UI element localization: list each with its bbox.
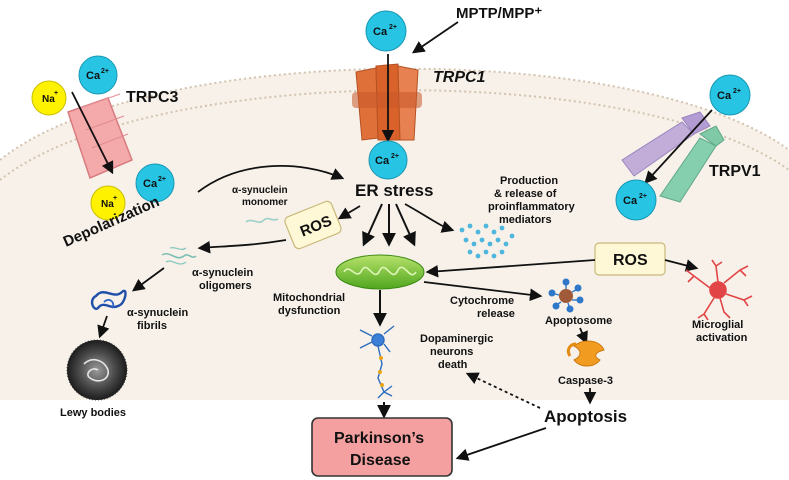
syn-fibrils-icon [90, 289, 127, 310]
microglia-icon [685, 259, 753, 321]
arrow-er-to-ros-left [337, 205, 361, 220]
na-ion-bottom-charge: + [113, 195, 117, 202]
ca-ion-trpv1-top: Ca 2+ [709, 74, 751, 116]
ca-ion-trpv1-top-label: Ca [717, 90, 732, 102]
syn-fibrils-label-1: α-synuclein [127, 307, 188, 319]
ca-ion-inside-trpc1: Ca 2+ [368, 140, 408, 180]
na-ion-top-label: Na [42, 94, 55, 105]
syn-oligomers-label-1: α-synuclein [192, 267, 253, 279]
production-label-3: proinflammatory [488, 201, 576, 213]
syn-monomer-label-1: α-synuclein [232, 185, 288, 196]
ca-ion-trpc3-top: Ca 2+ [78, 55, 118, 95]
production-label-1: Production [500, 175, 558, 187]
microglial-label-1: Microglial [692, 319, 743, 331]
arrow-er-to-mito-left [362, 203, 383, 247]
lewy-bodies-label: Lewy bodies [60, 407, 126, 419]
ca-ion-trpv1-bottom-label: Ca [623, 195, 638, 207]
na-ion-bottom: Na + [90, 185, 126, 221]
arrow-depolarization-to-er [197, 165, 345, 193]
arrow-apoptosome-to-caspase [576, 327, 588, 345]
lewy-body-icon [66, 339, 128, 401]
dopa-label-1: Dopaminergic [420, 333, 493, 345]
ca-ion-inside-trpc1-charge: 2+ [391, 153, 399, 160]
apoptosis-label: Apoptosis [544, 407, 627, 426]
ca-ion-trpc3-top-label: Ca [86, 70, 101, 82]
trpv1-label: TRPV1 [709, 163, 761, 180]
arrow-mptp-to-ca [411, 21, 459, 54]
syn-oligomers-icon [161, 246, 197, 265]
apoptosome-label: Apoptosome [545, 315, 612, 327]
ca-ion-trpv1-top-charge: 2+ [733, 88, 741, 95]
arrow-na-through-trpc3 [71, 91, 114, 175]
syn-monomer-icon [245, 217, 279, 223]
ros-box-left: ROS [284, 200, 342, 250]
ros-right-label: ROS [613, 252, 648, 269]
dopaminergic-neuron-icon [359, 325, 395, 399]
apoptosome-icon [548, 278, 584, 313]
na-ion-bottom-label: Na [101, 199, 114, 210]
ros-box-right: ROS [594, 242, 666, 276]
ca-ion-trpc3-bottom: Ca 2+ [135, 163, 175, 203]
syn-fibrils-label-2: fibrils [137, 320, 167, 332]
arrow-apoptosis-to-neuron-dotted [465, 372, 541, 409]
arrow-fibrils-to-lewy [97, 315, 110, 339]
mptp-label: MPTP/MPP⁺ [456, 5, 542, 22]
ca-ion-trpv1-bottom: Ca 2+ [615, 179, 657, 221]
ca-ion-top-center-label: Ca [373, 26, 388, 38]
er-stress-label: ER stress [355, 181, 433, 200]
caspase-label: Caspase-3 [558, 375, 613, 387]
mitochondria-icon [335, 254, 425, 290]
ca-ion-top-center: Ca 2+ [365, 10, 407, 52]
syn-oligomers-label-2: oligomers [199, 280, 252, 292]
arrow-ros-to-oligomers [197, 239, 287, 254]
microglial-label-2: activation [696, 332, 748, 344]
cyto-label-1: Cytochrome [450, 295, 514, 307]
ca-ion-trpc3-top-charge: 2+ [101, 68, 109, 75]
arrow-ros-to-microglia [664, 259, 699, 272]
ca-ion-trpv1-bottom-charge: 2+ [639, 193, 647, 200]
parkinsons-label-2: Disease [350, 452, 411, 469]
caspase-icon [566, 340, 605, 367]
arrow-ros-to-mito [425, 259, 596, 278]
mito-label-2: dysfunction [278, 305, 341, 317]
ca-ion-inside-trpc1-label: Ca [375, 155, 390, 167]
ca-ion-trpc3-bottom-charge: 2+ [158, 176, 166, 183]
trpc1-channel-icon [352, 63, 422, 141]
arrow-er-to-mito-right [395, 203, 416, 247]
ca-ion-trpc3-bottom-label: Ca [143, 178, 158, 190]
arrow-ca-through-trpv1 [644, 109, 713, 184]
arrow-mito-to-apoptosome [423, 281, 543, 302]
trpv1-channel-icon [621, 111, 725, 203]
parkinsons-disease-box: Parkinson’s Disease [311, 417, 453, 477]
trpc1-label: TRPC1 [433, 69, 486, 86]
arrow-er-to-mediators [404, 203, 455, 233]
mito-label-1: Mitochondrial [273, 292, 345, 304]
na-ion-top-charge: + [54, 90, 58, 97]
parkinsons-label-1: Parkinson’s [334, 430, 424, 447]
mediators-dots-icon [459, 223, 515, 259]
production-label-2: & release of [494, 188, 557, 200]
dopa-label-3: death [438, 359, 468, 371]
ca-ion-top-center-charge: 2+ [389, 24, 397, 31]
dopa-label-2: neurons [430, 346, 473, 358]
trpc3-label: TRPC3 [126, 89, 179, 106]
syn-monomer-label-2: monomer [242, 197, 288, 208]
production-label-4: mediators [499, 214, 552, 226]
cyto-label-2: release [477, 308, 515, 320]
arrow-oligomers-to-fibrils [131, 267, 165, 292]
na-ion-top: Na + [31, 80, 67, 116]
arrow-apoptosis-to-parkinsons [455, 427, 547, 461]
